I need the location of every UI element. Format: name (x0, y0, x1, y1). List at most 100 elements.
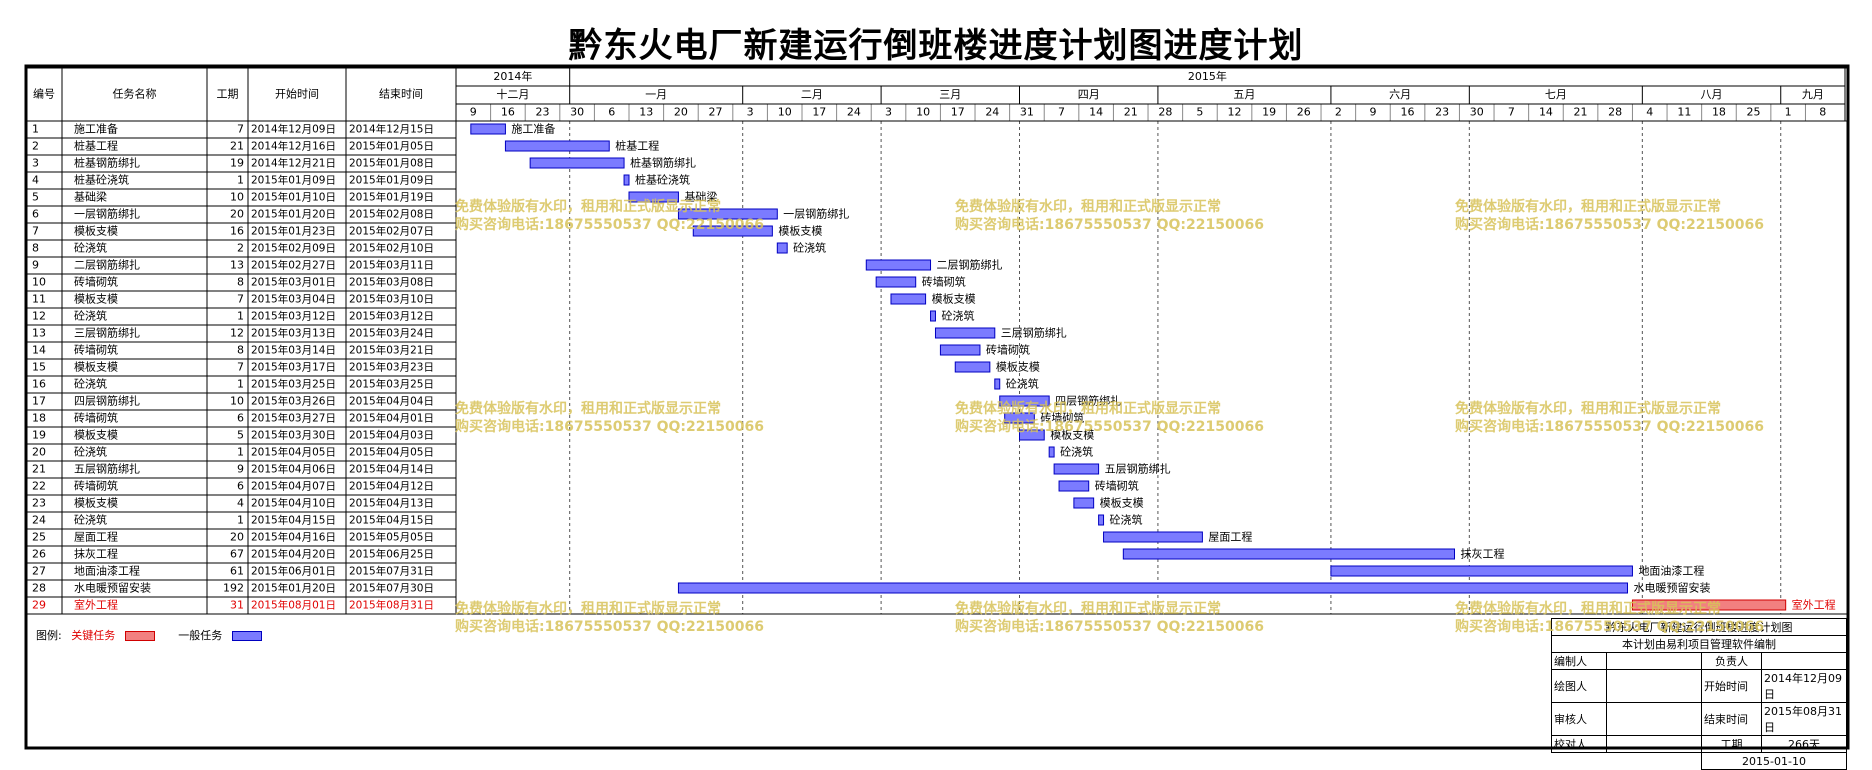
task-duration: 10 (230, 191, 244, 204)
task-name: 基础梁 (74, 190, 107, 204)
task-end: 2015年03月08日 (349, 276, 434, 289)
week-tick-label: 27 (709, 106, 723, 119)
task-no: 15 (32, 361, 46, 374)
task-bar-label: 砼浇筑 (1110, 513, 1143, 527)
task-bar (939, 344, 981, 356)
task-duration: 1 (237, 174, 244, 187)
task-start: 2015年03月01日 (251, 276, 336, 289)
task-no: 12 (32, 310, 46, 323)
task-end: 2015年04月03日 (349, 429, 434, 442)
week-tick-label: 5 (1196, 106, 1203, 119)
task-start: 2015年04月06日 (251, 463, 336, 476)
task-start: 2015年02月27日 (251, 259, 336, 272)
week-tick-label: 19 (1262, 106, 1276, 119)
task-no: 26 (32, 548, 46, 561)
task-name: 桩基钢筋绑扎 (74, 156, 140, 170)
page-title: 黔东火电厂新建运行倒班楼进度计划图进度计划 (568, 26, 1304, 66)
task-bar-label: 桩基砼浇筑 (635, 173, 690, 187)
task-end: 2015年08月31日 (349, 599, 434, 612)
task-no: 20 (32, 446, 46, 459)
task-start: 2015年08月01日 (251, 599, 336, 612)
task-end: 2015年07月30日 (349, 582, 434, 595)
week-tick-label: 28 (1608, 106, 1622, 119)
info-checker: 校对人 (1551, 735, 1607, 753)
task-duration: 8 (237, 344, 244, 357)
task-bar (1058, 480, 1090, 492)
task-no: 14 (32, 344, 46, 357)
week-tick-label: 12 (1228, 106, 1242, 119)
task-bar (776, 242, 788, 254)
task-bar-label: 砼浇筑 (793, 241, 826, 255)
task-no: 13 (32, 327, 46, 340)
task-start: 2015年03月13日 (251, 327, 336, 340)
task-duration: 20 (230, 531, 244, 544)
task-start: 2015年04月05日 (251, 446, 336, 459)
task-no: 1 (32, 123, 39, 136)
task-end: 2015年03月11日 (349, 259, 434, 272)
week-tick-label: 7 (1058, 106, 1065, 119)
task-no: 7 (32, 225, 39, 238)
task-bar (692, 225, 773, 237)
info-date: 2015-01-10 (1701, 752, 1847, 770)
task-name: 桩基砼浇筑 (74, 173, 129, 187)
task-bar (865, 259, 932, 271)
task-no: 28 (32, 582, 46, 595)
task-start: 2015年01月23日 (251, 225, 336, 238)
task-name: 模板支模 (74, 224, 118, 238)
task-duration: 7 (237, 123, 244, 136)
task-start: 2015年04月16日 (251, 531, 336, 544)
week-tick-label: 14 (1539, 106, 1553, 119)
info-header: 黔东火电厂新建运行倒班楼进度计划图 (1551, 618, 1847, 636)
task-duration: 5 (237, 429, 244, 442)
task-bar (504, 140, 610, 152)
task-name: 砼浇筑 (74, 241, 107, 255)
info-reviewer: 审核人 (1551, 702, 1607, 736)
task-end: 2015年02月10日 (349, 242, 434, 255)
task-start: 2015年03月14日 (251, 344, 336, 357)
week-tick-label: 21 (1574, 106, 1588, 119)
task-bar (994, 378, 1001, 390)
task-start: 2014年12月16日 (251, 140, 336, 153)
week-tick-label: 17 (812, 106, 826, 119)
task-start: 2015年01月20日 (251, 208, 336, 221)
task-bar (890, 293, 927, 305)
task-name: 砼浇筑 (74, 445, 107, 459)
task-duration: 1 (237, 378, 244, 391)
task-duration: 8 (237, 276, 244, 289)
week-tick-label: 16 (1401, 106, 1415, 119)
month-label: 六月 (1389, 88, 1411, 101)
task-bar (1330, 565, 1633, 577)
task-end: 2015年01月05日 (349, 140, 434, 153)
task-no: 11 (32, 293, 46, 306)
legend-normal-swatch (231, 631, 262, 641)
task-no: 21 (32, 463, 46, 476)
task-end: 2014年12月15日 (349, 123, 434, 136)
task-no: 6 (32, 208, 39, 221)
task-bar (677, 582, 1629, 594)
month-label: 八月 (1701, 88, 1723, 101)
task-start: 2015年04月20日 (251, 548, 336, 561)
task-no: 25 (32, 531, 46, 544)
month-label: 五月 (1233, 88, 1255, 101)
task-bar-label: 砖墙砌筑 (1040, 411, 1084, 425)
legend-label: 图例: (36, 629, 62, 642)
task-bar-label: 模板支模 (996, 360, 1040, 374)
week-tick-label: 2 (1335, 106, 1342, 119)
week-tick-label: 9 (470, 106, 477, 119)
column-header-no: 编号 (33, 87, 55, 101)
month-label: 三月 (939, 88, 961, 101)
legend-critical-label: 关键任务 (71, 629, 116, 642)
task-bar-label: 室外工程 (1792, 598, 1836, 612)
task-start: 2015年02月09日 (251, 242, 336, 255)
task-duration: 1 (237, 310, 244, 323)
task-duration: 9 (237, 463, 244, 476)
week-tick-label: 3 (747, 106, 754, 119)
task-no: 5 (32, 191, 39, 204)
column-header-end: 结束时间 (379, 88, 423, 101)
task-bar-label: 二层钢筋绑扎 (937, 258, 1003, 272)
task-no: 8 (32, 242, 39, 255)
week-tick-label: 25 (1747, 106, 1761, 119)
week-tick-label: 10 (916, 106, 930, 119)
week-tick-label: 23 (536, 106, 550, 119)
task-start: 2015年01月10日 (251, 191, 336, 204)
